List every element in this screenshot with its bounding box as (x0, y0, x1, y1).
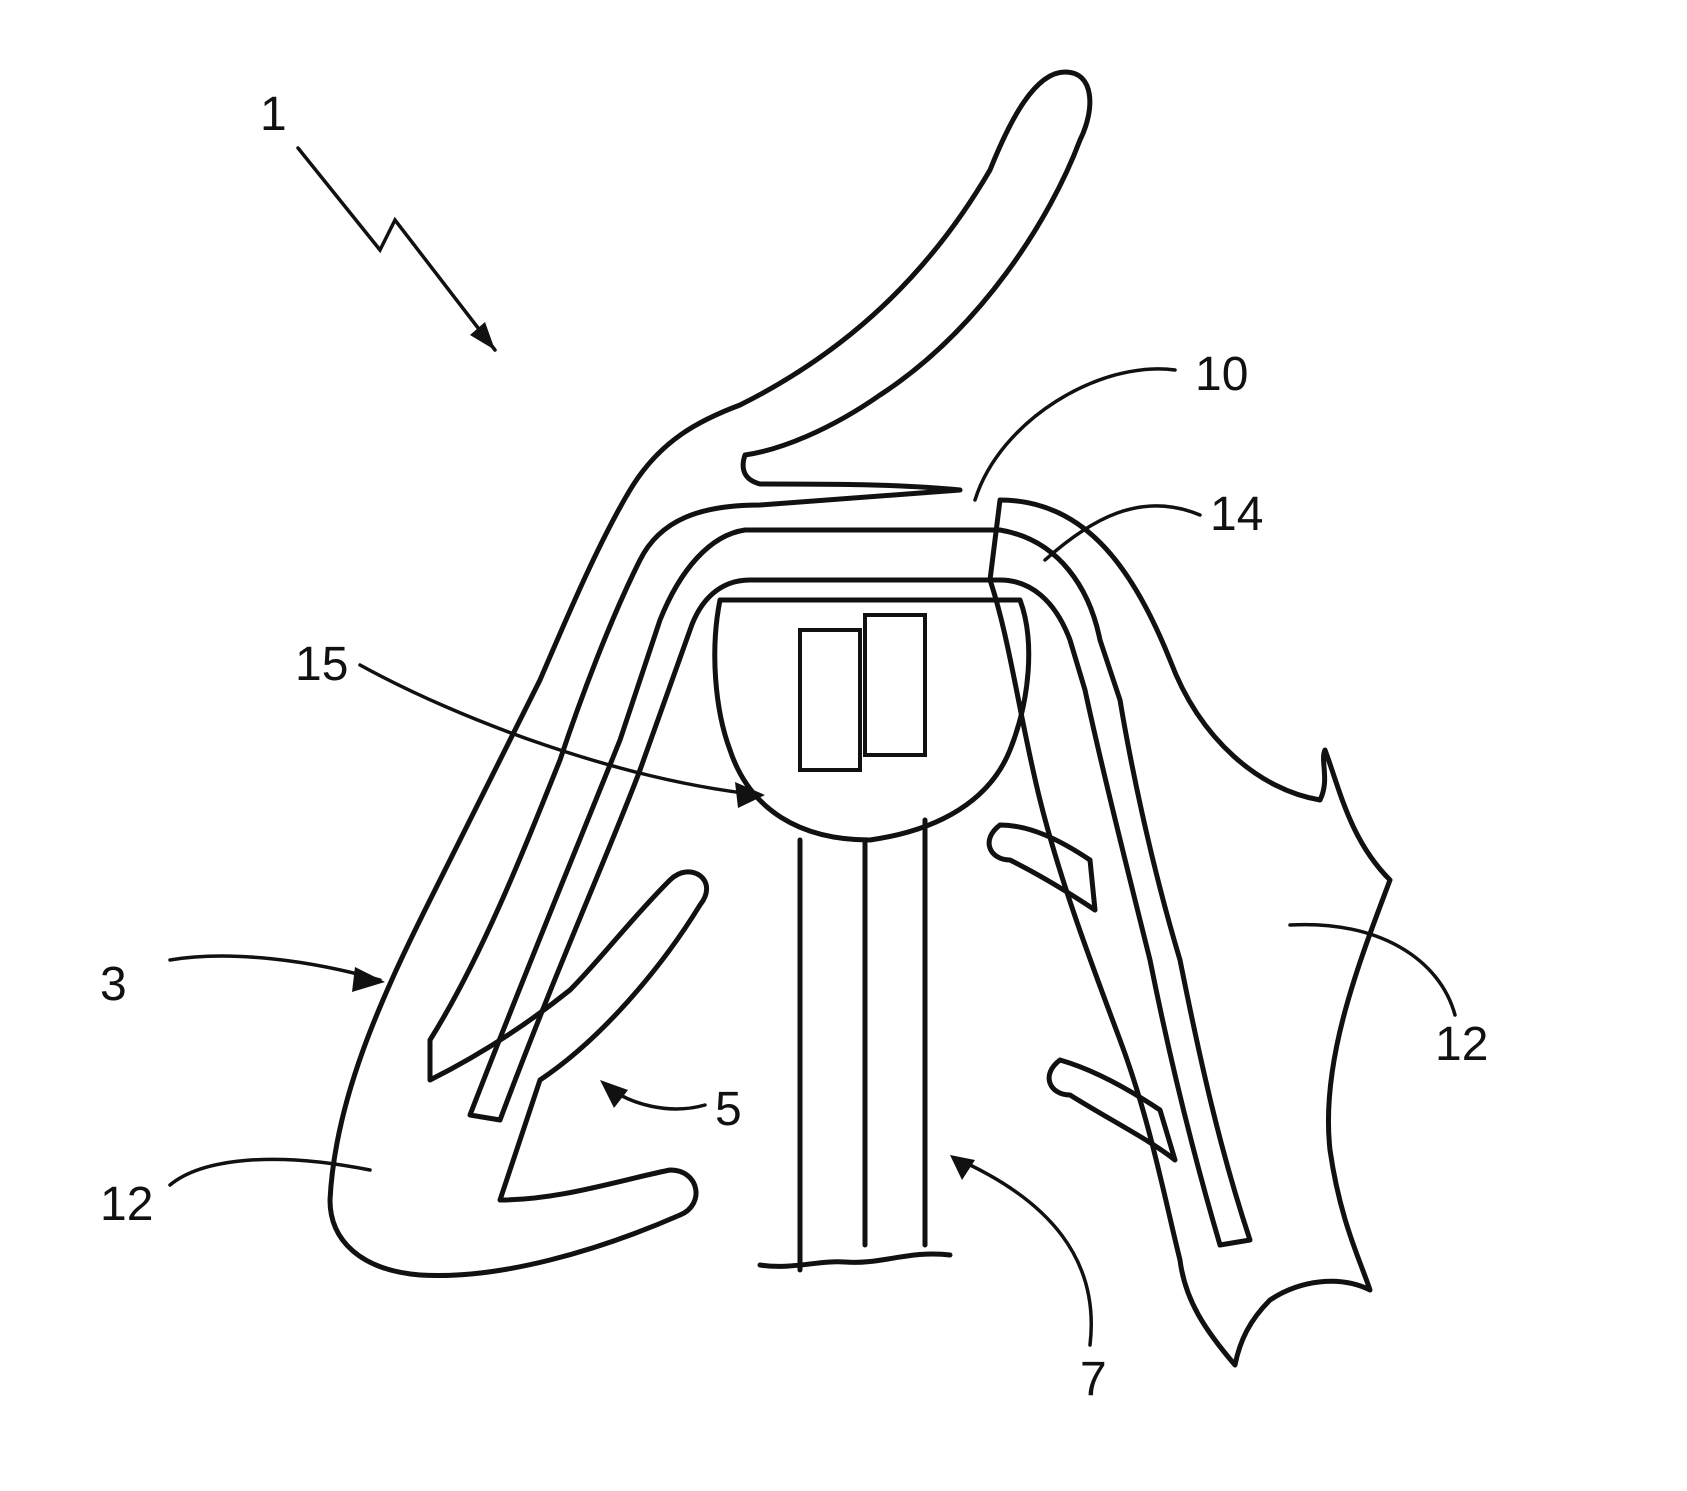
finger-right-upper (989, 825, 1095, 910)
leader-body-right (1290, 925, 1455, 1015)
seal-outer-body (330, 72, 1090, 1276)
label-insert: 14 (1210, 488, 1263, 541)
flange-panel (800, 820, 925, 1270)
label-flange: 7 (1080, 1353, 1107, 1406)
leader-tab (975, 369, 1175, 500)
leader-body-left (170, 1159, 370, 1185)
arrowhead-assembly (470, 322, 495, 350)
leader-assembly (298, 148, 495, 350)
label-assembly: 1 (260, 88, 287, 141)
bulb-slot-inner (865, 615, 925, 755)
label-tab: 10 (1195, 348, 1248, 401)
finger-right-lower (1049, 1060, 1175, 1160)
leader-profile (170, 956, 380, 980)
leader-insert (1045, 506, 1200, 560)
label-body-right: 12 (1435, 1018, 1488, 1071)
seal-right-body (990, 500, 1390, 1365)
flange-break-line (760, 1254, 950, 1266)
label-profile: 3 (100, 958, 127, 1011)
label-lip: 5 (715, 1083, 742, 1136)
label-body-left: 12 (100, 1178, 153, 1231)
bulb-slot (800, 630, 860, 770)
label-bulb: 15 (295, 638, 348, 691)
leader-flange (955, 1158, 1091, 1345)
leader-bulb (360, 665, 760, 795)
arrowhead-lip (600, 1080, 628, 1108)
